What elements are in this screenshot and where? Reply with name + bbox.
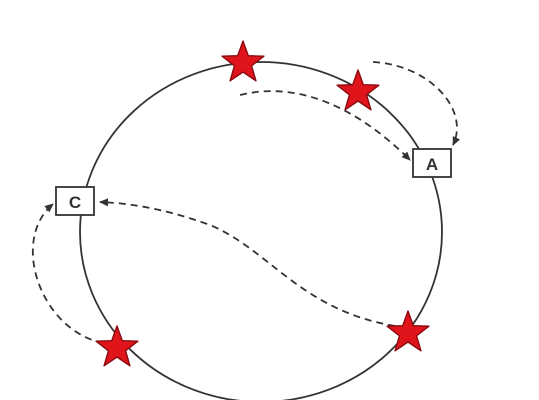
arrow-star-to-a (372, 61, 461, 146)
star-top-icon (221, 40, 265, 82)
node-c-label: C (69, 193, 81, 212)
node-a-box (412, 148, 452, 178)
node-a: A (412, 148, 452, 178)
arrow-top-to-a (239, 90, 411, 161)
ring-circle (79, 61, 443, 400)
node-c: C (55, 186, 95, 216)
node-a-label: A (426, 155, 438, 174)
node-c-box (55, 186, 95, 216)
arrow-star-to-c-left (31, 203, 104, 344)
star-lower-right-icon (386, 310, 430, 352)
arrow-star-to-c (99, 198, 396, 327)
star-upper-right-icon (336, 69, 380, 111)
star-lower-left-icon (95, 325, 139, 367)
